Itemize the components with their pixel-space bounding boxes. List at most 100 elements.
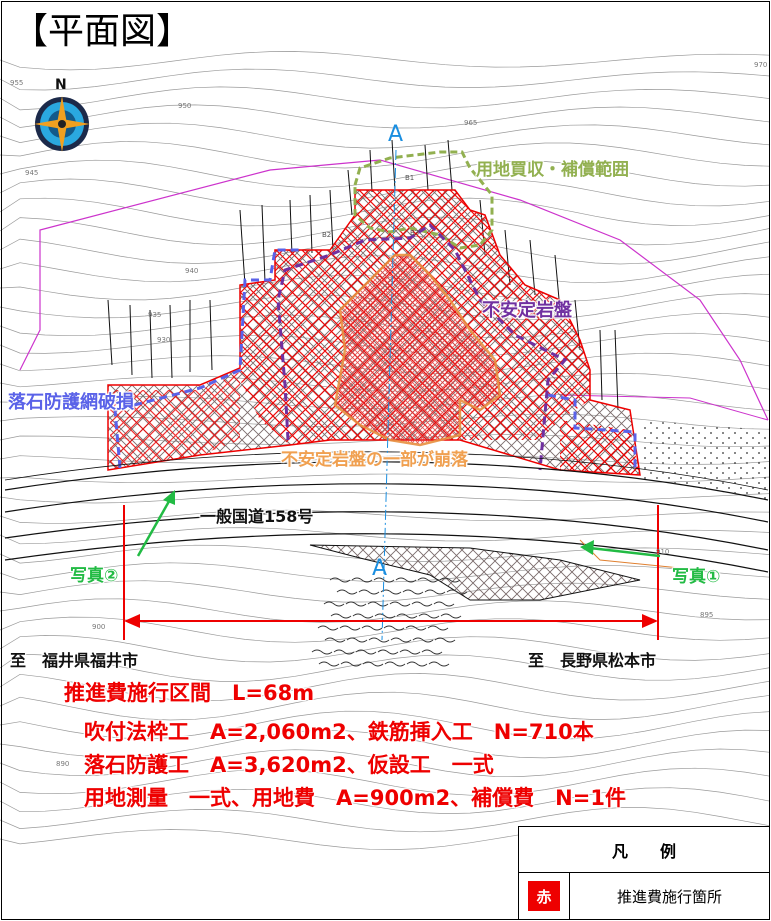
- contour-line: [0, 748, 771, 777]
- net-damage-outline-right: [547, 393, 637, 470]
- collapse-area: [333, 253, 502, 447]
- contour-line: [0, 673, 771, 702]
- contour-line: [0, 104, 771, 129]
- debris-mark: [428, 661, 450, 667]
- debris-mark: [324, 637, 346, 643]
- contour-line: [0, 68, 771, 91]
- photo1-arrow-shaft: [589, 546, 661, 558]
- debris-mark: [424, 589, 446, 595]
- hachure-line: [529, 239, 536, 296]
- extent-arrow-right: [642, 614, 658, 628]
- debris-mark: [368, 637, 390, 643]
- contour-label: 935: [148, 311, 162, 319]
- direction-matsumoto: 至 長野県松本市: [528, 651, 657, 670]
- contour-line: [0, 653, 771, 682]
- debris-mark: [427, 625, 449, 631]
- contour-label: 900: [92, 623, 106, 631]
- extent-arrow-left: [124, 614, 140, 628]
- debris-mark: [377, 649, 399, 655]
- debris-mark: [330, 613, 352, 619]
- debris-mark: [405, 625, 427, 631]
- debris-mark: [421, 649, 443, 655]
- works-area-left: [110, 372, 240, 470]
- legend-swatch-cell: 赤: [519, 873, 570, 919]
- contour-line: [0, 141, 771, 169]
- section-mark-top: A: [388, 122, 404, 147]
- debris-mark: [383, 625, 405, 631]
- section-mark-bottom: A: [372, 556, 388, 581]
- debris-mark: [317, 625, 339, 631]
- summary-line-1: 推進費施行区間 L=68m: [64, 681, 315, 705]
- contour-line: [0, 473, 771, 484]
- hachure-line: [391, 139, 396, 191]
- debris-mark: [395, 577, 417, 583]
- legend-swatch-red: 赤: [528, 881, 560, 911]
- contour-label: 970: [754, 61, 768, 69]
- debris-mark: [323, 601, 345, 607]
- hachure-line: [209, 299, 213, 371]
- contour-label: 955: [10, 79, 24, 87]
- section-line: [381, 149, 397, 641]
- hachure-line: [309, 194, 313, 254]
- unstable-rock-boundary: [276, 223, 568, 471]
- contour-label: 950: [178, 102, 192, 110]
- hachure-line: [261, 204, 266, 283]
- hachure-line: [289, 199, 293, 256]
- block-label: B2: [322, 231, 332, 239]
- contour-line: [0, 767, 771, 796]
- debris-mark: [362, 661, 384, 667]
- debris-mark: [358, 589, 380, 595]
- photo1-arrow-head: [580, 540, 594, 555]
- dotted-area: [640, 420, 768, 500]
- photo2-label: 写真②: [70, 566, 119, 586]
- debris-mark: [384, 661, 406, 667]
- contour-line: [0, 159, 771, 188]
- debris-mark: [367, 601, 389, 607]
- direction-fukui: 至 福井県福井市: [10, 651, 139, 670]
- contour-label: 940: [185, 267, 199, 275]
- lower-slope-structure: [309, 544, 641, 601]
- debris-mark: [374, 613, 396, 619]
- debris-mark: [340, 661, 362, 667]
- debris-mark: [396, 613, 418, 619]
- hachure-line: [329, 189, 334, 251]
- page-title: 【平面図】: [12, 11, 193, 52]
- debris-mark: [355, 649, 377, 655]
- debris-mark: [446, 589, 468, 595]
- debris-mark: [311, 649, 333, 655]
- debris-mark: [399, 649, 421, 655]
- contour-line: [0, 51, 771, 71]
- hachure-line: [239, 209, 246, 286]
- debris-mark: [411, 601, 433, 607]
- contour-label: 895: [700, 611, 714, 619]
- debris-mark: [373, 577, 395, 583]
- contour-line: [0, 729, 771, 759]
- hachure-line: [347, 169, 353, 216]
- debris-marks: [311, 577, 468, 667]
- contour-line: [0, 710, 771, 740]
- debris-mark: [417, 577, 439, 583]
- debris-mark: [336, 589, 358, 595]
- photo1-label: 写真①: [672, 567, 721, 587]
- hachure-line: [129, 304, 133, 376]
- legend-title: 凡 例: [519, 827, 769, 873]
- contour-line: [0, 807, 771, 833]
- works-area-right: [560, 420, 640, 475]
- debris-mark: [351, 577, 373, 583]
- contour-label: 910: [656, 548, 670, 556]
- debris-mark: [440, 613, 462, 619]
- hachure-line: [149, 309, 153, 379]
- land-acquisition-label: 用地買収・補償範囲: [476, 160, 629, 180]
- debris-mark: [390, 637, 412, 643]
- debris-mark: [345, 601, 367, 607]
- hachure-line: [599, 329, 603, 401]
- block-label: B3: [410, 229, 420, 237]
- compass-icon: [34, 96, 90, 152]
- debris-mark: [339, 625, 361, 631]
- contour-line: [0, 635, 771, 663]
- hachure-line: [614, 329, 619, 411]
- unstable-rock-label: 不安定岩盤: [482, 300, 572, 321]
- hachure-line: [169, 304, 173, 379]
- contour-line: [0, 86, 771, 111]
